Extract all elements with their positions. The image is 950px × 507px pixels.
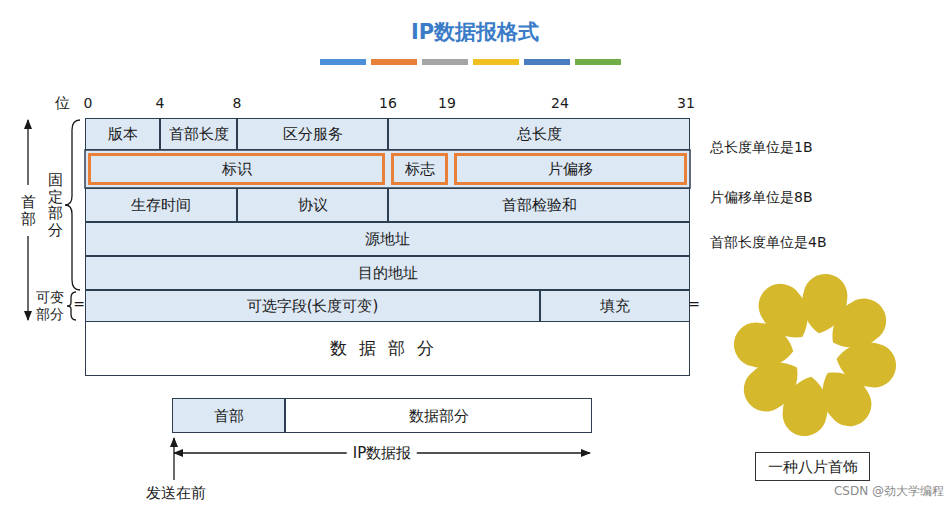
variable-part-label: 可变部分: [36, 289, 64, 323]
unit-note: 首部长度单位是4B: [710, 234, 827, 251]
field-name: 源地址: [365, 230, 410, 248]
watermark: CSDN @劲大学编程: [834, 484, 944, 498]
field-name: 可选字段(长度可变): [247, 297, 379, 315]
eight-petal-ornament: [730, 270, 899, 439]
source-address-field: 源地址: [85, 222, 690, 256]
unit-note: 片偏移单位是8B: [710, 189, 813, 206]
bit-number: 8: [233, 95, 242, 112]
fragment-offset-field: 片偏移: [454, 153, 687, 185]
title-color-bar: [320, 59, 621, 65]
diagram-title: IP数据报格式: [411, 20, 539, 45]
field-name: 区分服务: [283, 125, 343, 143]
ornament-caption: 一种八片首饰: [755, 452, 870, 481]
header-side-label: 首部: [21, 191, 36, 230]
field-name: 首部长度: [169, 125, 229, 143]
field-name: 总长度: [517, 125, 562, 143]
field-name: 标志: [405, 160, 435, 178]
bit-number: 4: [156, 95, 165, 112]
dimension-arrows: [174, 438, 590, 480]
bit-number: 24: [551, 95, 569, 112]
field-name: 首部检验和: [502, 196, 577, 214]
destination-address-field: 目的地址: [85, 256, 690, 290]
checksum-field: 首部检验和: [388, 188, 690, 222]
row-break-mark: =: [73, 296, 85, 313]
unit-note: 总长度单位是1B: [710, 139, 813, 156]
send-first-label: 发送在前: [146, 484, 206, 502]
identification-row: [85, 150, 690, 188]
version-field: 版本: [85, 118, 160, 150]
field-name: 片偏移: [548, 160, 593, 178]
datagram-label: IP数据报: [347, 444, 417, 462]
header-length-field: 首部长度: [160, 118, 237, 150]
flags-field: 标志: [391, 153, 448, 185]
options-field: 可选字段(长度可变): [85, 290, 540, 322]
bit-number: 16: [379, 95, 397, 112]
padding-field: 填充: [540, 290, 690, 322]
field-name: 填充: [600, 297, 630, 315]
total-length-field: 总长度: [388, 118, 690, 150]
ttl-field: 生存时间: [85, 188, 237, 222]
bit-number: 31: [677, 95, 695, 112]
identification-field: 标识: [88, 153, 385, 185]
diffserv-field: 区分服务: [237, 118, 388, 150]
field-name: 一种八片首饰: [768, 458, 858, 476]
row-break-mark: =: [688, 296, 700, 313]
bit-axis-label: 位: [55, 94, 70, 112]
field-name: 数据部分: [330, 338, 446, 358]
petal: [750, 275, 821, 350]
fixed-part-label: 固定部分: [48, 169, 63, 241]
field-name: 协议: [298, 196, 328, 214]
field-name: 生存时间: [131, 196, 191, 214]
field-name: 首部: [214, 407, 244, 425]
bit-number: 0: [84, 95, 93, 112]
field-name: 目的地址: [358, 264, 418, 282]
field-name: 版本: [108, 125, 138, 143]
data-box: 数据部分: [285, 398, 592, 433]
bit-number: 19: [438, 95, 456, 112]
data-part-box: 数据部分: [85, 322, 690, 376]
field-name: 标识: [222, 160, 252, 178]
field-name: 数据部分: [409, 407, 469, 425]
header-box: 首部: [172, 398, 285, 433]
protocol-field: 协议: [237, 188, 388, 222]
